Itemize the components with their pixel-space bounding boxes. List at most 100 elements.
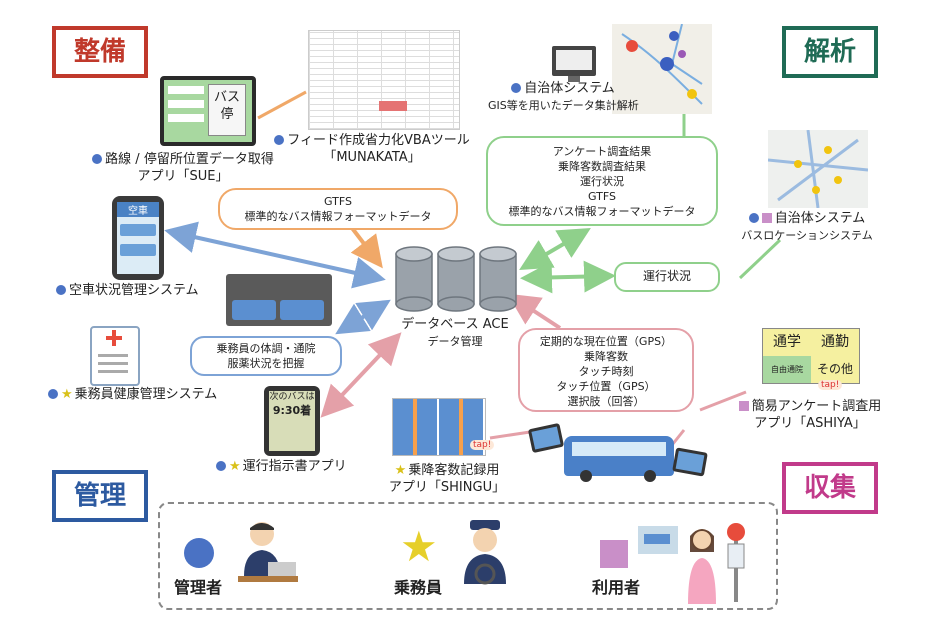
database-icon: [394, 244, 518, 314]
ashiya-tap-bubble: tap!: [818, 380, 843, 390]
gis-map-image: [612, 24, 712, 114]
operation-db-arrow: [520, 260, 616, 294]
staff-circle-icon: [48, 389, 58, 399]
crew-health-line2: 服薬状況を把握: [227, 357, 305, 370]
dispatch-db-arrow: [320, 332, 402, 418]
shingu-label-line2: アプリ「SHINGU」: [388, 480, 506, 495]
sue-label: 路線 / 停留所位置データ取得 アプリ「SUE」: [78, 151, 288, 185]
legend-manager-label: 管理者: [174, 578, 223, 597]
manager-circle-icon: [184, 538, 214, 568]
sue-label-line1: 路線 / 停留所位置データ取得: [105, 152, 274, 167]
bus-garage-image: [226, 274, 332, 326]
analysis-line4: GTFS: [588, 190, 616, 203]
dispatch-screen-line2: 9:30着: [272, 404, 312, 417]
ashiya-label: 簡易アンケート調査用 アプリ「ASHIYA」: [720, 398, 900, 432]
staff-circle-icon: [56, 285, 66, 295]
legend-crew-label: 乗務員: [394, 578, 443, 597]
bus-stop-sign: バス 停: [208, 84, 246, 136]
ashiya-app-image: 通学 通勤 自由通院 その他: [762, 328, 860, 384]
staff-circle-icon: [216, 461, 226, 471]
shingu-tap-bubble: tap!: [470, 440, 495, 450]
database-label: データベース ACE データ管理: [380, 316, 530, 350]
user-square-icon: [738, 401, 749, 411]
collect-line3: タッチ時刻: [578, 365, 634, 378]
ashiya-label-line1: 簡易アンケート調査用: [751, 399, 882, 414]
database-label-line1: データベース ACE: [401, 317, 509, 332]
staff-circle-icon: [92, 154, 103, 164]
user-square-legend-icon: [600, 540, 628, 568]
busloc-map-image: [768, 130, 868, 208]
crew-star-icon: ★: [229, 459, 241, 474]
vacancy-phone-image: 空車: [112, 196, 164, 280]
ashiya-option-1: 通学: [763, 329, 811, 356]
legend-user-label: 利用者: [592, 578, 641, 597]
crew-person-icon: [460, 516, 510, 586]
gis-label-line2: GIS等を用いたデータ集計解析: [488, 99, 639, 112]
bus-link-line-1: [489, 430, 531, 440]
monitor-icon: [552, 46, 596, 82]
analysis-db-arrow: [519, 227, 591, 271]
user-person-icon: [638, 512, 758, 608]
category-kanri: 管理: [52, 470, 148, 522]
busloc-label-line2: バスロケーションシステム: [741, 229, 873, 242]
category-kaiseki: 解析: [782, 26, 878, 78]
bus-image: [564, 436, 674, 482]
vba-label-line1: フィード作成省力化VBAツール: [287, 133, 470, 148]
database-label-line2: データ管理: [427, 335, 483, 348]
manager-person-icon: [238, 518, 298, 582]
collect-line5: 選択肢（回答）: [567, 395, 645, 408]
health-clipboard-icon: [90, 326, 140, 386]
analysis-line5: 標準的なバス情報フォーマットデータ: [508, 205, 696, 218]
legend-box: 管理者 ★ 乗務員 利用者: [158, 502, 778, 610]
vacancy-label: 空車状況管理システム: [56, 282, 199, 299]
collect-db-arrow: [507, 293, 562, 330]
vacancy-label-line1: 空車状況管理システム: [69, 283, 199, 298]
health-label: ★乗務員健康管理システム: [48, 386, 217, 403]
staff-circle-icon: [748, 213, 759, 223]
shingu-label-line1: 乗降客数記録用: [408, 463, 500, 478]
operation-line1: 運行状況: [642, 269, 691, 283]
ashiya-option-4: その他: [811, 356, 859, 383]
dispatch-tablet-image: 次のバスは 9:30着: [264, 386, 320, 456]
category-shushu: 収集: [782, 462, 878, 514]
bus-link-line-3: [699, 390, 747, 412]
collect-line4: タッチ位置（GPS）: [556, 380, 656, 393]
analysis-bubble: アンケート調査結果 乗降客数調査結果 運行状況 GTFS 標準的なバス情報フォー…: [486, 136, 718, 226]
collect-line2: 乗降客数: [584, 350, 628, 363]
gtfs-to-db-arrow: [350, 226, 383, 269]
dispatch-screen-line1: 次のバスは: [269, 392, 315, 402]
crew-star-legend-icon: ★: [400, 522, 438, 571]
health-label-line1: 乗務員健康管理システム: [74, 387, 218, 402]
crew-star-icon: ★: [61, 387, 73, 402]
staff-circle-icon: [511, 83, 522, 93]
collect-line1: 定期的な現在位置（GPS）: [539, 335, 673, 348]
crew-health-line1: 乗務員の体調・通院: [216, 342, 316, 355]
analysis-line3: 運行状況: [580, 175, 624, 188]
analysis-line2: 乗降客数調査結果: [558, 160, 646, 173]
operation-bubble: 運行状況: [614, 262, 720, 292]
collect-bubble: 定期的な現在位置（GPS） 乗降客数 タッチ時刻 タッチ位置（GPS） 選択肢（…: [518, 328, 694, 412]
vba-label: フィード作成省力化VBAツール 「MUNAKATA」: [262, 132, 482, 166]
category-seibi: 整備: [52, 26, 148, 78]
ashiya-label-line2: アプリ「ASHIYA」: [754, 416, 866, 431]
vacancy-screen-text: 空車: [117, 202, 159, 217]
staff-circle-icon: [274, 135, 285, 145]
vacancy-db-arrow: [164, 221, 386, 289]
ashiya-option-3: 自由通院: [763, 356, 811, 383]
user-square-icon: [761, 213, 772, 223]
shingu-label: ★乗降客数記録用 アプリ「SHINGU」: [372, 462, 522, 496]
sue-to-vba-line: [257, 90, 307, 120]
busloc-label: 自治体システム バスロケーションシステム: [722, 210, 892, 244]
dispatch-label: ★運行指示書アプリ: [216, 458, 347, 475]
gis-label: 自治体システム GIS等を用いたデータ集計解析: [488, 80, 639, 114]
health-db-arrow: [335, 299, 391, 335]
crew-star-icon: ★: [394, 463, 407, 478]
sue-label-line2: アプリ「SUE」: [137, 169, 229, 184]
gtfs-bubble-line2: 標準的なバス情報フォーマットデータ: [244, 210, 432, 223]
busloc-to-operation-line: [738, 238, 782, 280]
crew-health-bubble: 乗務員の体調・通院 服薬状況を把握: [190, 336, 342, 376]
analysis-line1: アンケート調査結果: [552, 145, 652, 158]
dispatch-label-line1: 運行指示書アプリ: [242, 459, 347, 474]
busloc-label-line1: 自治体システム: [774, 211, 866, 226]
